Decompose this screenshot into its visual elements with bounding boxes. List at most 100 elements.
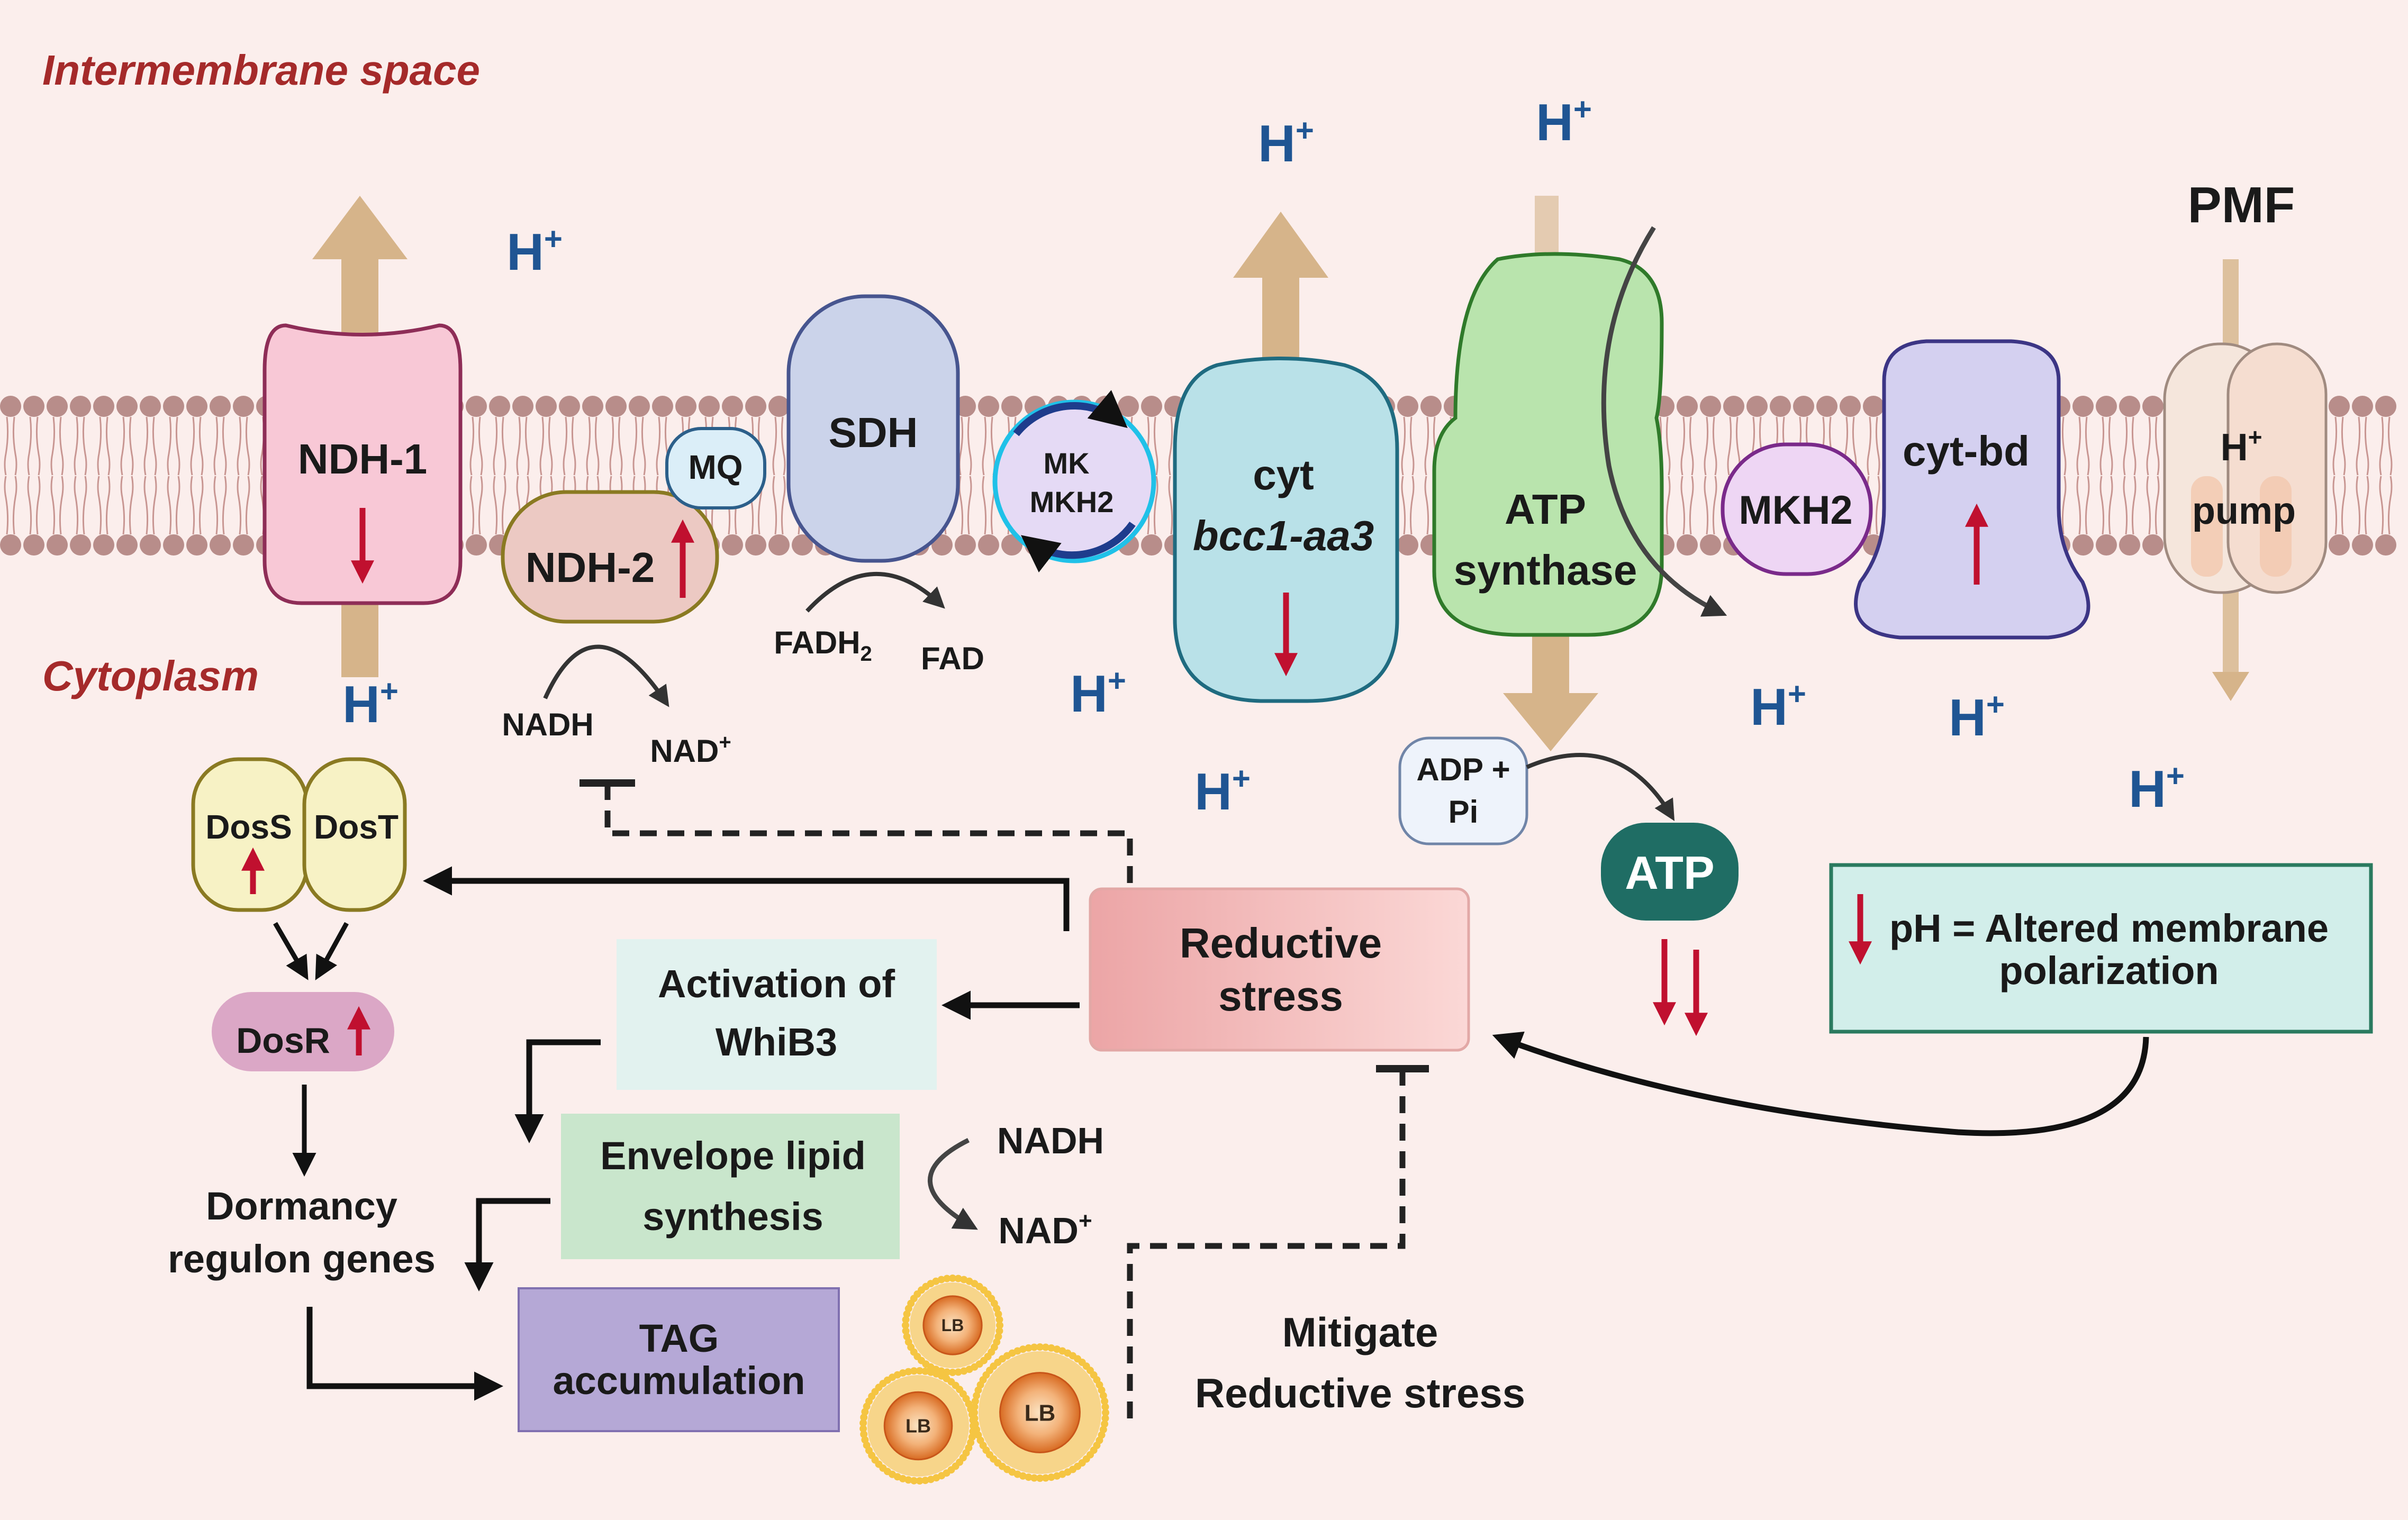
lipid-head bbox=[2119, 396, 2140, 417]
lipid-tail bbox=[1168, 416, 1173, 476]
lipid-tail bbox=[1875, 416, 1880, 476]
atp-synthase-flux-shaft bbox=[1532, 635, 1569, 704]
fadh2-label: FADH2 bbox=[774, 625, 872, 666]
lipid-tail bbox=[2154, 476, 2160, 535]
dosr-node: DosR bbox=[212, 992, 394, 1071]
lipid-body-dot bbox=[902, 1327, 910, 1335]
lipid-tail bbox=[152, 416, 157, 476]
lipid-head bbox=[745, 534, 766, 556]
ndh1-flux-arrow-head bbox=[312, 196, 408, 259]
lipid-tail bbox=[152, 476, 157, 535]
lipid-head bbox=[699, 396, 720, 417]
ndh2-reaction: NADH NAD+ bbox=[502, 644, 731, 769]
cyt-flux-arrow-shaft bbox=[1262, 265, 1299, 370]
lipid-tail bbox=[190, 476, 195, 535]
lipid-body-core bbox=[922, 1295, 983, 1355]
lipid-body-dot bbox=[971, 1403, 979, 1411]
lipid-tail bbox=[2341, 476, 2346, 535]
sdh-label: SDH bbox=[829, 409, 918, 456]
lipid-tail bbox=[967, 476, 972, 535]
lipid-tail bbox=[958, 476, 964, 535]
dos-sensors: DosS DosT bbox=[191, 757, 407, 912]
lipid-tail bbox=[1168, 476, 1173, 535]
lipid-head bbox=[233, 534, 254, 556]
lipid-head bbox=[722, 534, 743, 556]
proton-label: H+ bbox=[1258, 113, 1314, 172]
lipid-head bbox=[116, 534, 138, 556]
lipid-body-dot bbox=[903, 1333, 911, 1341]
lipid-tail bbox=[97, 476, 102, 535]
lipid-tail bbox=[222, 476, 227, 535]
lipid-body-dot bbox=[954, 1275, 962, 1282]
lipid-tail bbox=[2341, 416, 2346, 476]
lipid-head bbox=[512, 396, 533, 417]
cyt-bcc1-aa3-complex: cyt bcc1-aa3 bbox=[1173, 357, 1399, 703]
lipid-tail bbox=[516, 416, 521, 476]
lipid-body-dot bbox=[994, 1310, 1002, 1318]
lipid-head bbox=[2072, 396, 2094, 417]
lipid-tail bbox=[478, 476, 483, 535]
lipid-head bbox=[0, 534, 21, 556]
lipid-tail bbox=[1665, 416, 1671, 476]
lipid-body-dot bbox=[1053, 1472, 1061, 1480]
lipid-tail bbox=[2379, 416, 2384, 476]
whib3-box: Activation of WhiB3 bbox=[617, 939, 937, 1090]
lipid-tail bbox=[2108, 476, 2113, 535]
lipid-tail bbox=[190, 416, 195, 476]
lipid-head bbox=[93, 396, 114, 417]
lipid-tail bbox=[2356, 476, 2361, 535]
lipid-tail bbox=[1712, 416, 1717, 476]
lipid-head bbox=[536, 396, 557, 417]
lipid-body-dot bbox=[1025, 1473, 1033, 1481]
lipid-tail bbox=[2154, 416, 2160, 476]
lipid-tail bbox=[2387, 476, 2393, 535]
lipid-head bbox=[1700, 396, 1721, 417]
lipid-tail bbox=[4, 416, 9, 476]
lipid-tail bbox=[105, 476, 111, 535]
lipid-head bbox=[47, 396, 68, 417]
lipid-tail bbox=[97, 416, 102, 476]
lipid-tail bbox=[1401, 476, 1406, 535]
lipid-body-dot bbox=[899, 1369, 907, 1377]
lipid-tail bbox=[501, 476, 506, 535]
lipid-tail bbox=[198, 476, 204, 535]
whib3-to-envelope-arrow bbox=[514, 1039, 601, 1143]
lipid-body-dot bbox=[910, 1477, 918, 1485]
cyt-bd-complex: cyt-bd bbox=[1854, 339, 2090, 640]
lipid-body-dot bbox=[971, 1397, 979, 1405]
lipid-tail bbox=[1689, 476, 1694, 535]
lipid-tail bbox=[1680, 476, 1686, 535]
lipid-tail bbox=[1409, 416, 1415, 476]
lipid-head bbox=[1863, 396, 1884, 417]
lipid-tail bbox=[1153, 476, 1158, 535]
lipid-head bbox=[792, 534, 813, 556]
atp-synthase-rotor-arrow bbox=[1601, 226, 1727, 617]
lipid-tail bbox=[1704, 476, 1709, 535]
lipid-tail bbox=[2364, 416, 2369, 476]
proton-labels: H+ H+ H+ H+ H+ H+ H+ H+ H+ bbox=[342, 92, 2185, 821]
lipid-head bbox=[955, 534, 976, 556]
mkh2-complex: MKH2 bbox=[1721, 442, 1873, 576]
lipid-tail bbox=[1867, 416, 1872, 476]
lipid-tail bbox=[175, 476, 180, 535]
lipid-body-dot bbox=[943, 1368, 951, 1376]
mq-label: MQ bbox=[688, 448, 743, 486]
lipid-body-dot bbox=[1030, 1343, 1038, 1351]
nadh-label: NADH bbox=[502, 707, 593, 742]
lipid-head bbox=[466, 396, 487, 417]
proton-flux-arrows bbox=[312, 196, 2249, 751]
lipid-head bbox=[1397, 534, 1418, 556]
lipid-head bbox=[605, 396, 627, 417]
lipid-body-dot bbox=[916, 1367, 924, 1375]
lipid-tail bbox=[1680, 416, 1686, 476]
lipid-body-core bbox=[883, 1391, 953, 1461]
lipid-tail bbox=[2332, 416, 2338, 476]
lipid-tail bbox=[772, 476, 777, 535]
sdh-complex: SDH bbox=[786, 294, 960, 563]
dost-label: DosT bbox=[314, 808, 399, 846]
lipid-head bbox=[186, 534, 207, 556]
lipid-tail bbox=[27, 416, 32, 476]
lipid-head bbox=[1118, 396, 1139, 417]
lipid-tail bbox=[2099, 416, 2105, 476]
envelope-line2: synthesis bbox=[642, 1195, 823, 1239]
